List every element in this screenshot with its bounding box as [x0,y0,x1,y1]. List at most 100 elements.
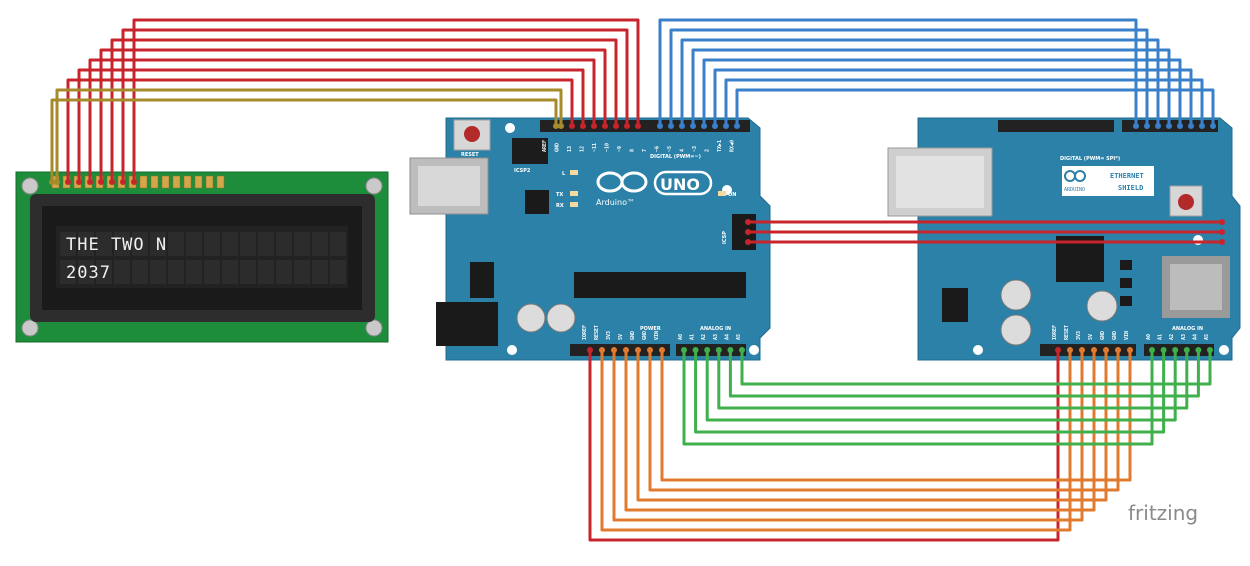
lcd-char-cell [204,260,220,284]
lcd-pin [150,175,159,189]
lcd-char-cell [330,232,346,256]
wire-end [611,347,617,353]
lcd-char-cell [330,260,346,284]
shield-mount-hole-1 [973,345,983,355]
wire-end [1055,347,1061,353]
icsp-label: ICSP [722,231,728,244]
pin-label: 8 [630,149,636,152]
lcd-char-cell [204,232,220,256]
wire-end [1103,347,1109,353]
wire-end [1210,123,1216,129]
wire-end [712,123,718,129]
lcd-char-cell [276,232,292,256]
reset-button[interactable] [464,126,480,142]
wire-end [613,123,619,129]
pin-label: A2 [701,334,707,340]
wire-end [1149,347,1155,353]
digital-label: DIGITAL (PWM=~) [650,154,701,160]
usb-connector-inner [418,166,480,206]
atmega-chip [574,272,746,298]
pin-label: A0 [1146,334,1152,340]
pin-label: AREF [542,140,548,152]
pin-label: A4 [724,334,730,340]
shield-brand: ARDUINO [1064,187,1085,193]
wire-end [745,229,751,235]
shield-capacitor-1 [1000,279,1032,311]
fritzing-watermark: fritzing [1128,501,1198,525]
pin-label: GND [642,331,648,340]
lcd-to-arduino-wire [88,58,596,182]
wire-end [1172,347,1179,353]
lcd-char-cell [114,232,130,256]
voltage-regulator [470,262,494,298]
shield-smd-1 [1120,260,1132,270]
wire-end [109,179,115,185]
wire-end [599,347,605,353]
pin-label: GND [1100,331,1106,340]
l-led-label: L [562,171,566,177]
icsp2-header [512,138,548,164]
pin-label: GND [1112,331,1118,340]
lcd-char-cell [96,260,112,284]
lcd-char-cell [132,260,148,284]
power-bridge-wire [600,350,1072,532]
lcd-to-arduino-wire [121,28,629,182]
wire-end [659,347,665,353]
lcd-char-cell [78,232,94,256]
rj45-jack-inner [896,156,984,208]
pin-label: IOREF [582,325,588,340]
shield-reset-button[interactable] [1178,194,1194,210]
lcd-char-cell [294,232,310,256]
pin-label: ~9 [617,146,623,152]
lcd-char-cell [276,260,292,284]
pin-label: A4 [1192,334,1198,340]
pin-label: 3V3 [606,331,612,340]
pin-label: 12 [580,146,586,152]
wire-end [120,179,126,185]
pin-label: 4 [680,149,686,152]
wire-end [1195,347,1202,353]
lcd-pin [172,175,181,189]
pin-label: A5 [1204,334,1210,340]
digital-bridge-wire [691,48,1171,126]
lcd-char-cell [294,260,310,284]
wire-end [1079,347,1085,353]
shield-regulator [942,288,968,322]
wire-end [723,123,729,129]
wire-end [1219,219,1225,225]
sd-card-slot-inner [1170,264,1222,310]
pin-label: 13 [567,146,573,152]
digital-bridge-wire [735,88,1215,126]
wire-end [49,179,55,185]
wire-end [704,347,711,353]
wire-end [587,347,593,353]
analog-bridge-wire [717,350,1189,410]
lcd-pin [194,175,203,189]
digital-bridge-wire [669,28,1149,126]
lcd-char-cell [168,260,184,284]
lcd-mount-hole-br [365,319,383,337]
shield-smd-3 [1120,296,1132,306]
wire-end [1183,347,1190,353]
shield-analog-label: ANALOG IN [1172,326,1203,332]
pin-label: A1 [1158,334,1164,340]
lcd-char-cell [132,232,148,256]
wire-end [739,347,745,353]
wire-end [657,123,663,129]
wire-end [745,239,751,245]
lcd-to-arduino-wire [99,48,607,182]
shield-power-header [1040,344,1136,356]
shield-analog-header [1144,344,1214,356]
pin-label: A1 [690,334,696,340]
wire-end [1160,347,1167,353]
wire-end [602,123,608,129]
wire-end [681,347,687,353]
analog-label: ANALOG IN [700,326,731,332]
pin-label: ~11 [592,143,598,152]
digital-bridge-wire [713,68,1193,126]
wire-end [131,179,137,185]
pin-label: VIN [1124,331,1130,340]
w5100-chip [1056,236,1104,282]
on-led [718,191,726,196]
